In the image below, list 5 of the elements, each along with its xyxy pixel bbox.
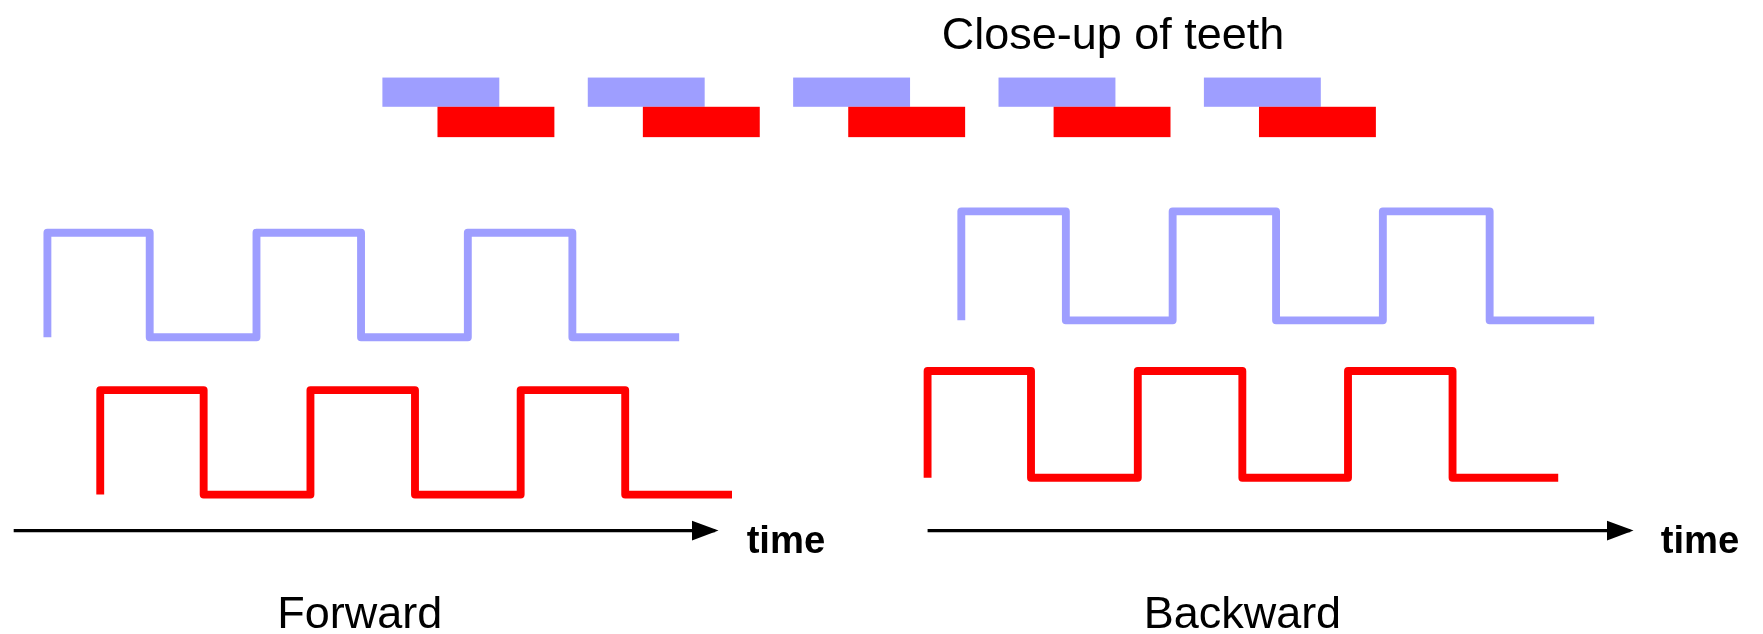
caption: Backward <box>1143 590 1342 634</box>
caption: Forward <box>277 590 443 634</box>
axis-label: time <box>1660 520 1740 559</box>
heading: Close-up of teeth <box>941 11 1285 57</box>
axis-label: time <box>746 520 826 559</box>
